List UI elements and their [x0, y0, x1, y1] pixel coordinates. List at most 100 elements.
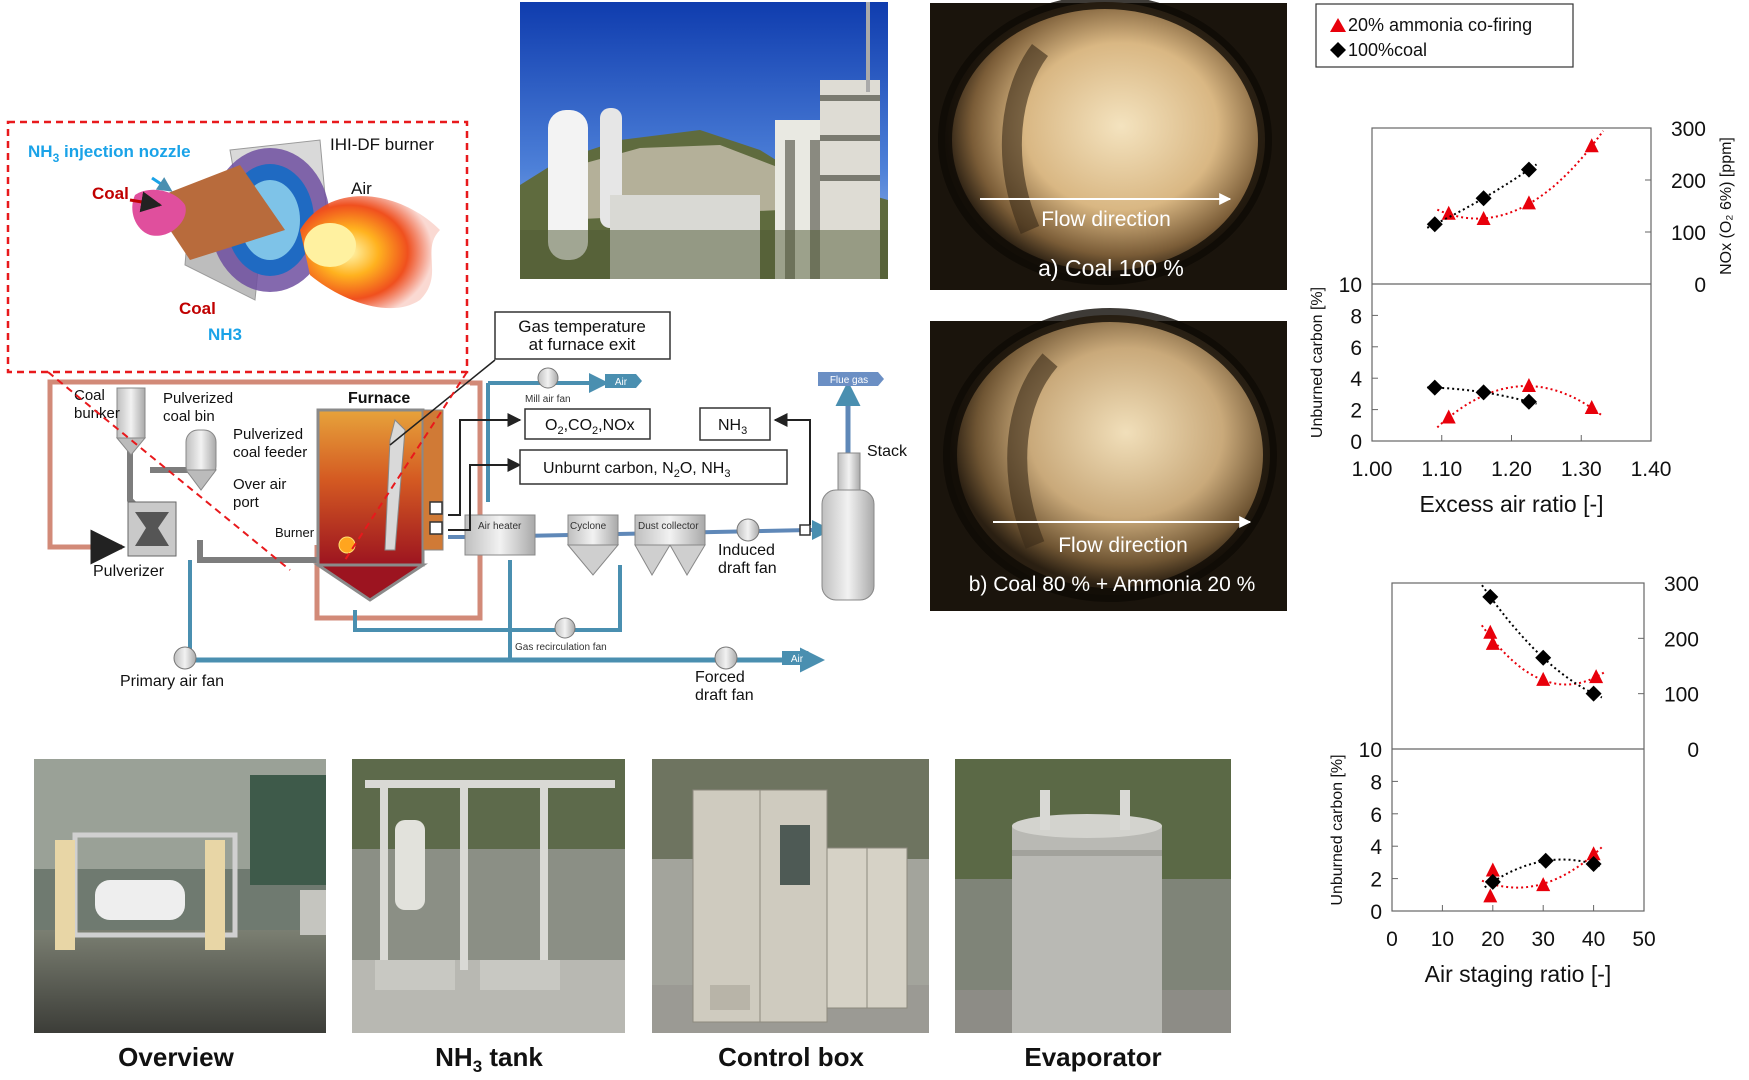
x-tick-label: 1.30	[1561, 458, 1602, 481]
flame-icon	[300, 196, 440, 309]
legend-label-co-firing: 20% ammonia co-firing	[1348, 15, 1532, 35]
data-point-co-firing	[1521, 195, 1536, 210]
photo-overview	[34, 759, 326, 1033]
primary-air-fan	[173, 646, 197, 670]
flame-photo-coal-80-ammonia-20: Flow direction b) Coal 80 % + Ammonia 20…	[930, 308, 1287, 611]
x-tick-label: 30	[1532, 928, 1555, 951]
flame-photo-caption: a) Coal 100 %	[1038, 255, 1184, 281]
y-tick-label: 8	[1350, 305, 1362, 328]
mill-air-fan	[537, 367, 559, 389]
x-tick-label: 1.00	[1352, 458, 1393, 481]
o2-co2-nox-box	[524, 408, 651, 440]
air-pipe-red	[47, 379, 470, 565]
coal-bunker	[116, 387, 146, 439]
nh3-box-label: NH3	[718, 417, 747, 437]
coal-label: Coal	[92, 184, 129, 203]
data-point-coal	[1585, 685, 1602, 702]
photo-caption-control-box: Control box	[718, 1042, 864, 1072]
y-tick-label: 6	[1350, 337, 1362, 360]
y-tick-label: 100	[1671, 222, 1706, 245]
data-point-co-firing	[1476, 211, 1491, 225]
data-point-coal	[1520, 161, 1537, 178]
data-point-coal	[1426, 379, 1443, 396]
data-point-co-firing	[1485, 862, 1500, 877]
x-axis-label: Excess air ratio [-]	[1419, 491, 1603, 517]
flame-photo-coal-100: Flow direction a) Coal 100 %	[930, 0, 1287, 290]
x-tick-label: 50	[1632, 928, 1655, 951]
data-point-coal	[1475, 190, 1492, 207]
y-tick-label: 0	[1350, 431, 1362, 454]
data-point-co-firing	[1536, 877, 1551, 892]
y-tick-label: 100	[1664, 684, 1699, 707]
y-tick-label: 2	[1370, 869, 1382, 892]
air-heater	[464, 514, 536, 556]
data-point-co-firing	[1536, 671, 1551, 686]
flow-direction-label: Flow direction	[1058, 534, 1188, 557]
text-line: Over air	[233, 476, 286, 493]
y-tick-label: 6	[1370, 804, 1382, 827]
trend-line	[1436, 130, 1605, 220]
induced-draft-fan	[736, 518, 760, 542]
pulverizer-label: Pulverizer	[93, 563, 165, 580]
gas-recirc-line	[353, 565, 622, 632]
photo-caption-overview: Overview	[118, 1042, 234, 1072]
furnace-label: Furnace	[348, 390, 410, 407]
data-point-coal	[1520, 393, 1537, 410]
text-line: coal feeder	[233, 444, 307, 461]
y-tick-label: 0	[1687, 739, 1699, 762]
text-line: Pulverized	[163, 390, 233, 407]
air-tag-label: Air	[615, 377, 628, 388]
data-point-coal	[1535, 649, 1552, 666]
evaporator-vessel-icon	[1012, 826, 1162, 1033]
trend-line	[1480, 624, 1606, 686]
flue-gas-tag-label: Flue gas	[830, 375, 868, 386]
data-point-co-firing	[1485, 635, 1500, 650]
cyclone	[567, 514, 619, 546]
data-point-coal	[1484, 873, 1501, 890]
y-tick-label: 4	[1350, 368, 1362, 391]
air-tag	[605, 374, 642, 388]
air-label: Air	[351, 179, 372, 198]
coal-label: Coal	[179, 299, 216, 318]
y-tick-label: 4	[1370, 836, 1382, 859]
data-point-co-firing	[1483, 888, 1498, 903]
text-line: draft fan	[695, 687, 754, 704]
plot-frame	[1391, 582, 1645, 912]
dust-collector-label: Dust collector	[638, 521, 699, 532]
x-tick-label: 1.40	[1631, 458, 1672, 481]
x-tick-label: 1.10	[1421, 458, 1462, 481]
gas-recirculation-fan	[554, 617, 576, 639]
y-tick-label: 300	[1671, 118, 1706, 141]
nh3-label: NH3	[208, 325, 242, 344]
x-tick-label: 40	[1582, 928, 1605, 951]
data-point-co-firing	[1584, 400, 1599, 415]
photo-nh3-tank	[352, 759, 625, 1033]
x-tick-label: 10	[1431, 928, 1454, 951]
y-tick-label: 10	[1339, 274, 1362, 297]
y-tick-label: 10	[1359, 739, 1382, 762]
forced-draft-fan	[714, 646, 738, 670]
y-axis-label: Unburned carbon [%]	[1329, 754, 1346, 905]
data-point-co-firing	[1584, 138, 1599, 153]
mill-air-fan-label: Mill air fan	[525, 394, 571, 405]
data-point-co-firing	[1521, 378, 1536, 393]
y-axis-label: Unburned carbon [%]	[1309, 287, 1326, 438]
air-pipe-red	[314, 380, 483, 621]
plant-photo	[520, 2, 888, 279]
chart-legend: 20% ammonia co-firing 100%coal	[1315, 3, 1574, 68]
flow-direction-label: Flow direction	[1041, 208, 1171, 231]
unburnt-carbon-label: Unburnt carbon, N2O, NH3	[543, 460, 730, 480]
y-axis-label: NOx (O₂ 6%) [ppm]	[1718, 137, 1735, 275]
burner-flame-icon	[338, 536, 356, 554]
stack	[837, 452, 861, 494]
stack	[821, 489, 875, 601]
text-line: Pulverized	[233, 426, 303, 443]
legend-label-coal: 100%coal	[1348, 40, 1427, 60]
photo-caption-evaporator: Evaporator	[1024, 1042, 1161, 1072]
